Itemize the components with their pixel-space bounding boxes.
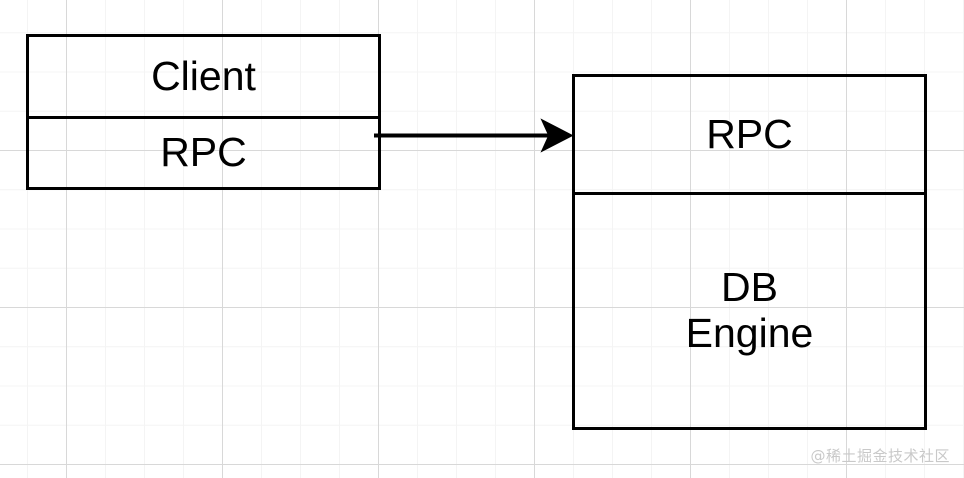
- server-node-rpc-cell: RPC: [575, 77, 924, 195]
- client-node-rpc-cell: RPC: [160, 129, 247, 176]
- watermark: @稀土掘金技术社区: [810, 447, 950, 465]
- server-node[interactable]: RPC DB Engine: [572, 74, 927, 430]
- server-node-db-engine-cell: DB Engine: [685, 264, 814, 356]
- rpc-arrow-head-icon: [540, 118, 574, 153]
- client-node-title-cell: Client: [29, 37, 378, 120]
- client-node[interactable]: Client RPC: [26, 34, 381, 190]
- rpc-arrow[interactable]: [374, 112, 580, 160]
